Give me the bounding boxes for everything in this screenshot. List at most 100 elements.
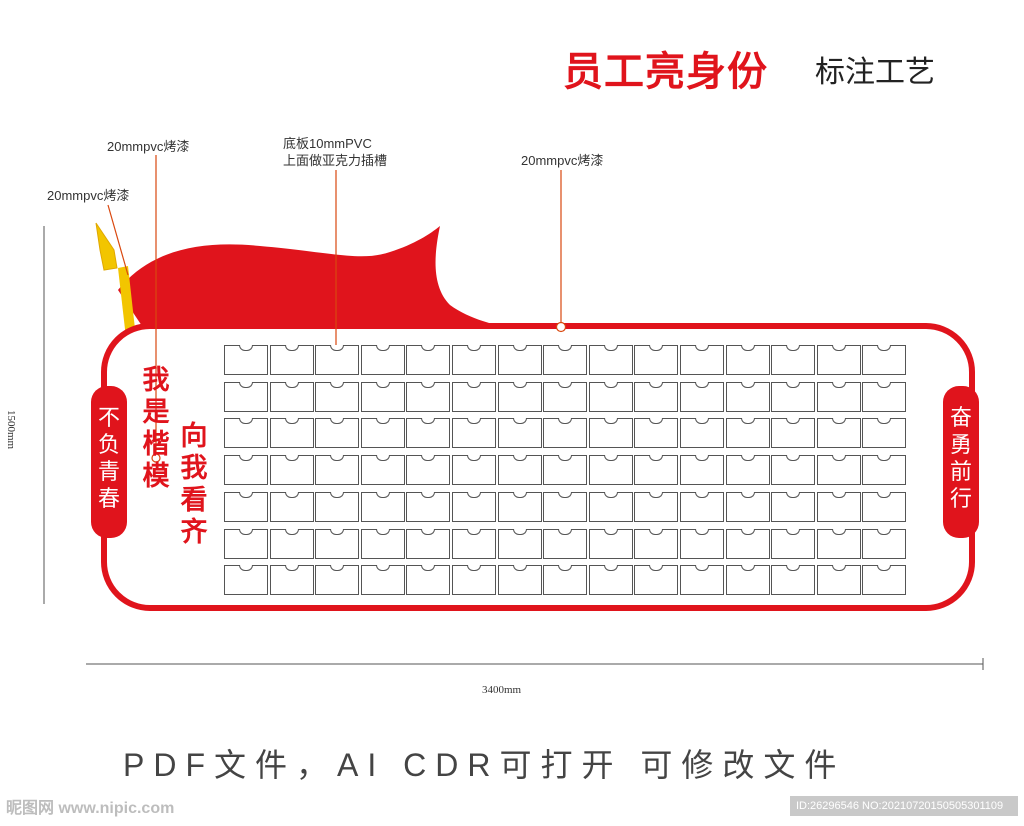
- width-dimension-label: 3400mm: [482, 684, 522, 696]
- watermark-id-bar: ID:26296546 NO:20210720150505301109: [790, 796, 1018, 816]
- card-slot: [862, 345, 907, 375]
- card-slot: [360, 491, 405, 522]
- page-title: 员工亮身份: [563, 50, 768, 94]
- slot-notch: [284, 455, 299, 462]
- slogan-left: 我是楷模: [142, 365, 170, 491]
- slot-notch: [877, 418, 892, 425]
- leader-dot-frame: [555, 321, 567, 333]
- slot-notch: [330, 381, 345, 388]
- slot-notch: [330, 345, 345, 351]
- flag-pole: [118, 266, 136, 338]
- card-slot: [360, 455, 405, 486]
- slot-notch: [375, 418, 390, 425]
- slot-notch: [740, 528, 755, 535]
- card-slot: [680, 345, 724, 375]
- slot-notch: [786, 418, 801, 425]
- card-slot: [816, 345, 861, 375]
- slot-notch: [649, 345, 664, 351]
- card-slot: [497, 345, 542, 375]
- card-slot: [588, 418, 633, 449]
- slot-notch: [239, 455, 253, 462]
- card-slot: [680, 565, 724, 596]
- card-slot: [771, 455, 816, 486]
- card-slot: [497, 381, 542, 412]
- card-slot: [452, 381, 496, 412]
- slot-notch: [740, 491, 755, 498]
- card-slot: [543, 418, 588, 449]
- slot-notch: [512, 381, 527, 388]
- card-slot: [406, 381, 451, 412]
- slot-notch: [740, 455, 755, 462]
- slot-notch: [603, 528, 618, 535]
- card-slot: [360, 381, 405, 412]
- slot-notch: [831, 455, 846, 462]
- card-slot: [634, 345, 679, 375]
- card-slot: [543, 528, 588, 559]
- slot-notch: [786, 455, 801, 462]
- card-slot: [725, 565, 770, 596]
- slot-notch: [786, 345, 801, 351]
- card-slot: [588, 491, 633, 522]
- card-slot: [269, 418, 314, 449]
- slot-notch: [375, 381, 390, 388]
- slot-notch: [239, 345, 253, 351]
- card-slot: [452, 528, 496, 559]
- pill-right-text: 奋勇前行: [949, 405, 972, 511]
- slot-notch: [375, 565, 390, 572]
- slot-notch: [558, 418, 573, 425]
- card-slot: [452, 345, 496, 375]
- card-slot: [725, 418, 770, 449]
- slot-notch: [558, 528, 573, 535]
- slot-notch: [740, 565, 755, 572]
- slot-notch: [695, 455, 709, 462]
- slot-notch: [330, 455, 345, 462]
- card-slot: [680, 418, 724, 449]
- slot-notch: [695, 381, 709, 388]
- slot-notch: [421, 345, 436, 351]
- card-slot: [406, 528, 451, 559]
- slot-notch: [239, 381, 253, 388]
- slot-notch: [877, 565, 892, 572]
- slot-notch: [649, 455, 664, 462]
- slot-notch: [831, 528, 846, 535]
- card-slot: [360, 418, 405, 449]
- slot-notch: [375, 345, 390, 351]
- slot-notch: [467, 491, 481, 498]
- card-slot: [816, 418, 861, 449]
- slot-notch: [740, 345, 755, 351]
- slot-notch: [603, 455, 618, 462]
- card-slot: [406, 565, 451, 596]
- slot-notch: [649, 491, 664, 498]
- card-slot: [862, 565, 907, 596]
- card-slot: [862, 381, 907, 412]
- slot-notch: [558, 491, 573, 498]
- left-pill: [91, 386, 127, 538]
- card-slot: [497, 455, 542, 486]
- card-slot: [452, 491, 496, 522]
- slot-notch: [786, 565, 801, 572]
- slot-notch: [877, 528, 892, 535]
- slot-notch: [786, 491, 801, 498]
- slot-notch: [558, 565, 573, 572]
- card-slot: [725, 491, 770, 522]
- annotation-base-line1: 底板10mmPVC: [283, 136, 372, 151]
- annotation-base-line2: 上面做亚克力插槽: [283, 153, 388, 168]
- slot-notch: [284, 345, 299, 351]
- slot-notch: [877, 381, 892, 388]
- slot-notch: [284, 418, 299, 425]
- pill-left-text: 不负青春: [97, 405, 120, 511]
- card-slot: [543, 381, 588, 412]
- card-slot: [269, 345, 314, 375]
- slot-notch: [239, 491, 253, 498]
- card-slot: [315, 418, 360, 449]
- card-slot: [497, 418, 542, 449]
- slot-notch: [558, 381, 573, 388]
- card-slot: [360, 345, 405, 375]
- card-slot: [588, 381, 633, 412]
- card-slot: [680, 381, 724, 412]
- card-slot: [816, 565, 861, 596]
- slot-notch: [877, 345, 892, 351]
- card-slot: [588, 528, 633, 559]
- card-slot: [224, 565, 268, 596]
- slot-notch: [239, 565, 253, 572]
